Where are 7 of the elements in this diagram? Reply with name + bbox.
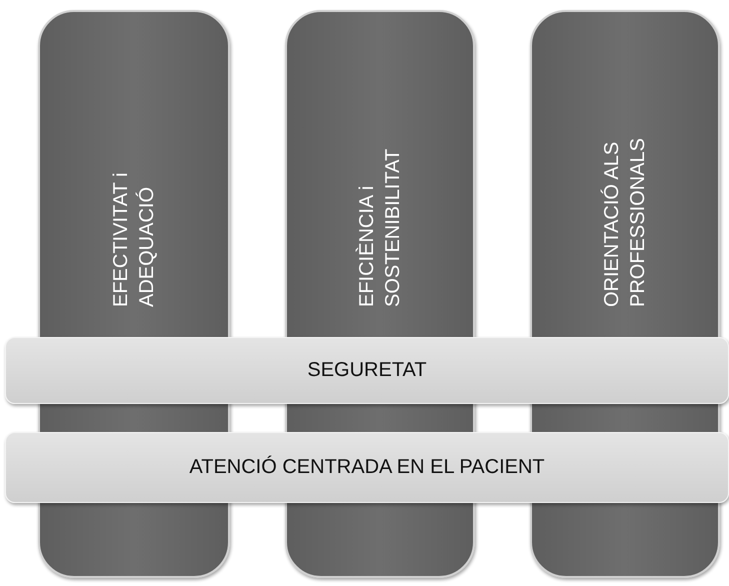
band-box — [5, 337, 729, 404]
band-label: ATENCIÓ CENTRADA EN EL PACIENT — [189, 456, 545, 479]
pillar-label: EFECTIVITAT i ADEQUACIÓ — [109, 172, 159, 307]
pillar-label: ORIENTACIÓ ALS PROFESSIONALS — [600, 137, 650, 307]
pillar-label: EFICIÈNCIA i SOSTENIBILITAT — [354, 148, 405, 307]
band-box — [5, 432, 729, 503]
band-label: SEGURETAT — [307, 359, 427, 382]
